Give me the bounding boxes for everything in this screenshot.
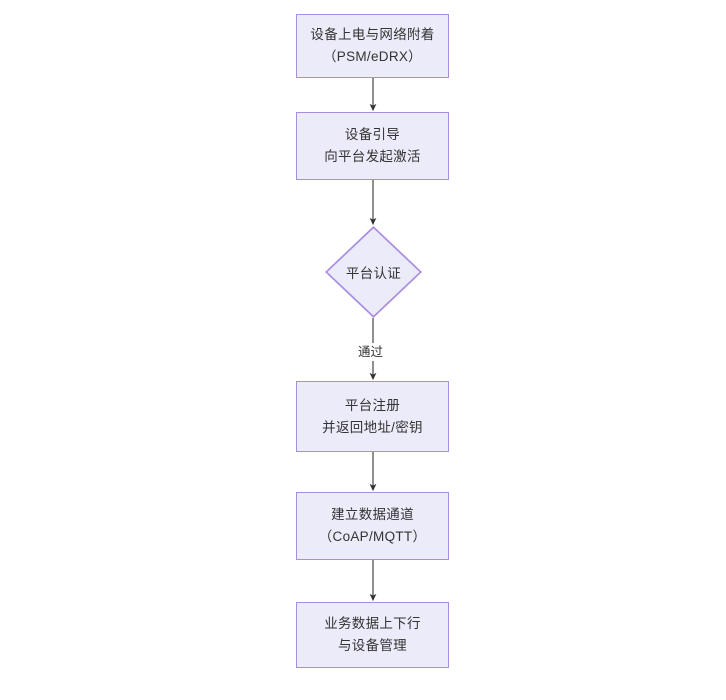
node-data-mgmt[interactable]: 业务数据上下行 与设备管理 bbox=[296, 602, 449, 668]
node-channel[interactable]: 建立数据通道 （CoAP/MQTT） bbox=[296, 492, 449, 560]
edge-label-pass-text: 通过 bbox=[358, 345, 384, 359]
node-auth-label: 平台认证 bbox=[345, 266, 402, 281]
node-register[interactable]: 平台注册 并返回地址/密钥 bbox=[296, 381, 449, 452]
diamond-shape bbox=[325, 226, 422, 318]
node-power-on-label: 设备上电与网络附着 （PSM/eDRX） bbox=[310, 27, 435, 64]
edge-label-pass: 通过 bbox=[355, 343, 387, 361]
node-power-on[interactable]: 设备上电与网络附着 （PSM/eDRX） bbox=[296, 14, 449, 78]
node-channel-label: 建立数据通道 （CoAP/MQTT） bbox=[318, 507, 427, 544]
node-bootstrap-label: 设备引导 向平台发起激活 bbox=[324, 127, 421, 164]
node-register-label: 平台注册 并返回地址/密钥 bbox=[322, 397, 423, 435]
node-data-mgmt-label: 业务数据上下行 与设备管理 bbox=[324, 616, 421, 653]
node-bootstrap[interactable]: 设备引导 向平台发起激活 bbox=[296, 112, 449, 180]
node-auth[interactable]: 平台认证 bbox=[325, 226, 422, 318]
